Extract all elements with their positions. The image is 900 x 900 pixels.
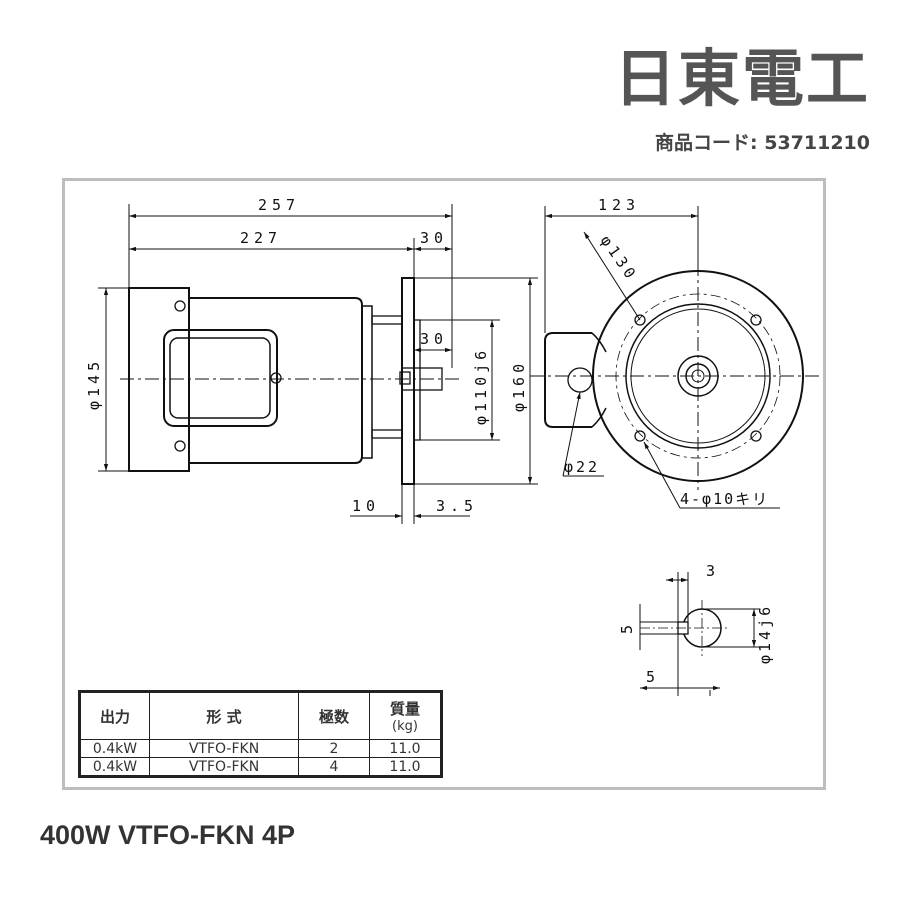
- header-model: 形 式: [149, 691, 299, 740]
- spec-table: 出力 形 式 極数 質量 (kg) 0.4kW VTFO-FKN 2 11.0 …: [78, 690, 443, 778]
- dim-key-3: 3: [706, 562, 715, 580]
- cell-mass: 11.0: [369, 739, 442, 758]
- product-code: 商品コード: 53711210: [655, 132, 870, 154]
- table-row: 0.4kW VTFO-FKN 2 11.0: [79, 739, 442, 758]
- dim-holes: 4-φ10キリ: [680, 490, 769, 508]
- side-dimensions: [98, 204, 538, 524]
- cell-output: 0.4kW: [79, 739, 150, 758]
- cell-output: 0.4kW: [79, 757, 150, 777]
- cell-poles: 2: [298, 739, 370, 758]
- dim-257: 257: [258, 196, 300, 214]
- dim-10: 10: [352, 497, 380, 515]
- dim-key-5a: 5: [618, 625, 636, 634]
- dim-30-flange: 30: [420, 330, 448, 348]
- dim-phi130: φ130: [597, 232, 642, 285]
- dim-phi14: φ14j6: [756, 604, 774, 664]
- dim-phi160: φ160: [510, 360, 528, 412]
- dim-123: 123: [598, 196, 640, 214]
- cell-poles: 4: [298, 757, 370, 777]
- motor-side-view: [120, 277, 460, 485]
- header-poles: 極数: [298, 691, 370, 740]
- dim-3-5: 3.5: [436, 497, 478, 515]
- header-mass-unit: (kg): [392, 719, 418, 734]
- header-mass-label: 質量: [389, 700, 420, 718]
- dim-227: 227: [240, 229, 282, 247]
- cell-model: VTFO-FKN: [149, 739, 299, 758]
- header-mass: 質量 (kg): [369, 691, 442, 740]
- table-row: 0.4kW VTFO-FKN 4 11.0: [79, 757, 442, 777]
- shaft-detail: [639, 572, 760, 696]
- cell-model: VTFO-FKN: [149, 757, 299, 777]
- table-header-row: 出力 形 式 極数 質量 (kg): [79, 691, 442, 740]
- dim-phi22: φ22: [564, 458, 600, 476]
- brand-logo: 日東電工: [613, 42, 870, 115]
- dim-phi145: φ145: [85, 358, 103, 410]
- drawing-frame: [62, 178, 826, 790]
- product-caption: 400W VTFO-FKN 4P: [40, 820, 296, 850]
- dim-key-5b: 5: [646, 668, 655, 686]
- header-output: 出力: [79, 691, 150, 740]
- dim-30-top: 30: [420, 229, 448, 247]
- front-dimensions: [544, 206, 780, 509]
- dim-phi110: φ110j6: [472, 347, 490, 425]
- cell-mass: 11.0: [369, 757, 442, 777]
- motor-front-view: [530, 262, 820, 490]
